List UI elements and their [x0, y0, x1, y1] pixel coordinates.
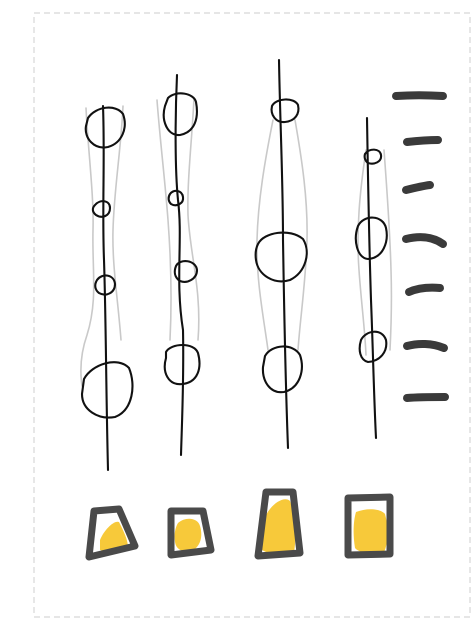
- dash-mark-5: [409, 288, 440, 292]
- swatch-4-fill: [354, 509, 388, 553]
- stem-3-bead-2: [256, 233, 307, 282]
- swatch-2: [171, 511, 211, 555]
- swatch-3: [258, 492, 300, 556]
- swatch-row: [89, 492, 390, 557]
- dash-column: [396, 95, 445, 398]
- dash-mark-1: [396, 95, 443, 96]
- stem-2-bead-2: [169, 191, 183, 205]
- stem-2-guide-right: [188, 98, 199, 340]
- stem-1-bead-2: [93, 201, 110, 217]
- stem-2-guide-left: [157, 100, 171, 340]
- stem-3-bead-3: [263, 346, 302, 392]
- stem-3: [256, 60, 308, 448]
- stem-4: [356, 118, 392, 438]
- stem-3-line: [279, 60, 288, 448]
- canvas-border: [34, 13, 470, 617]
- swatch-2-fill: [175, 519, 202, 552]
- stem-4-guide-right: [384, 150, 391, 350]
- stem-2-bead-3: [175, 261, 197, 282]
- dash-mark-3: [406, 185, 430, 190]
- stem-1: [81, 106, 133, 470]
- swatch-4: [348, 497, 390, 555]
- stem-1-bead-1: [86, 108, 125, 148]
- stem-1-guide-left: [81, 108, 94, 386]
- swatch-1: [89, 509, 135, 557]
- stem-4-bead-2: [356, 218, 387, 259]
- dash-mark-6: [407, 344, 444, 348]
- stem-4-line: [367, 118, 376, 438]
- dash-mark-4: [406, 237, 443, 244]
- dash-mark-2: [407, 140, 438, 142]
- stem-2: [157, 75, 199, 455]
- stem-3-bead-1: [272, 99, 299, 122]
- stem-2-bead-1: [164, 93, 197, 135]
- stem-1-line: [103, 106, 108, 470]
- dash-mark-7: [407, 397, 445, 398]
